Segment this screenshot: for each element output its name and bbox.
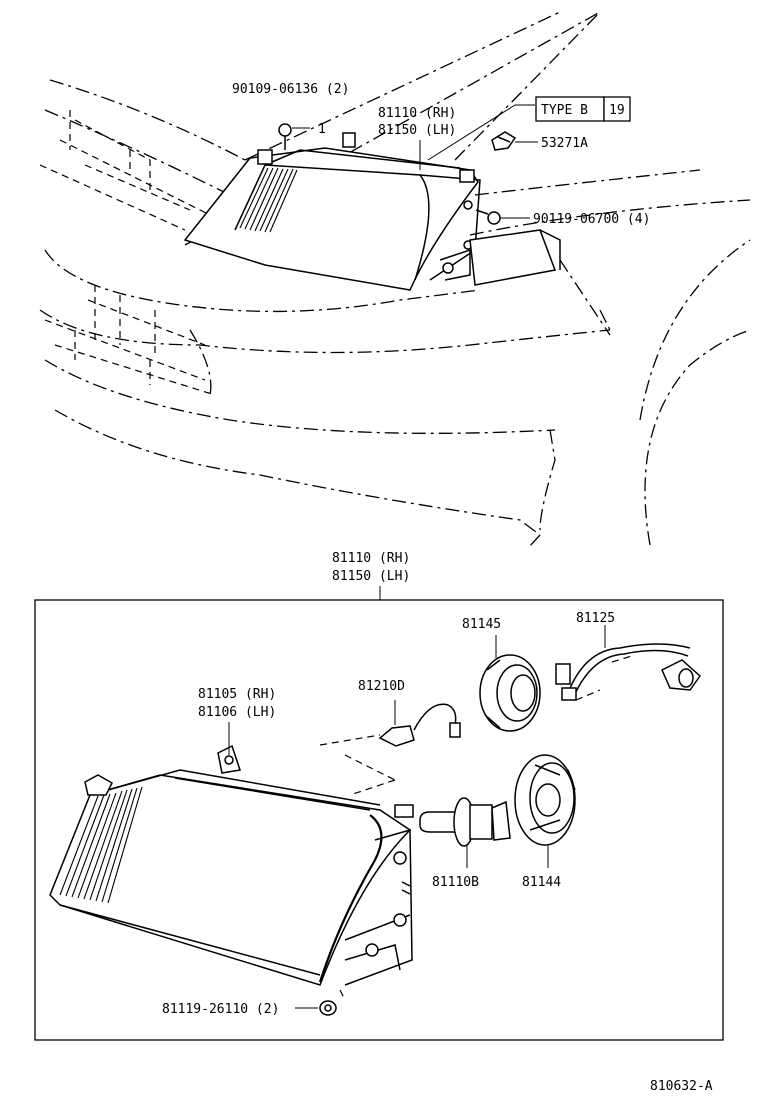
clip-53271a: [491, 131, 538, 151]
bulb-small-81210d: [378, 700, 461, 747]
callout-assy-lh: 81150 (LH): [332, 569, 410, 584]
callout-bulb-small: 81210D: [358, 679, 405, 694]
bulb-main-81110b: [419, 797, 511, 868]
callout-bolt-top-qty: 1: [318, 122, 326, 137]
callout-wire-harness: 81125: [576, 611, 615, 626]
screw-side: [475, 209, 530, 225]
figure-id: 810632-A: [650, 1079, 713, 1094]
callout-type-ref: 19: [609, 103, 625, 118]
callout-type-label: TYPE B: [541, 103, 588, 118]
callout-clip: 53271A: [541, 136, 588, 151]
callout-screw-side: 90119-06700 (4): [533, 212, 650, 227]
callout-housing-rh: 81105 (RH): [198, 687, 276, 702]
callout-assy-rh: 81110 (RH): [332, 551, 410, 566]
callout-housing-lh: 81106 (LH): [198, 705, 276, 720]
nut-bottom: [295, 989, 346, 1016]
callout-bulb-cover: 81144: [522, 875, 561, 890]
exploded-view-frame: [34, 599, 724, 1041]
headlamp-housing: [49, 744, 414, 986]
type-badge: [535, 96, 631, 122]
headlamp-installed: [183, 132, 561, 291]
bolt-top: [278, 123, 310, 150]
callout-bolt-top: 90109-06136 (2): [232, 82, 349, 97]
callout-bulb-main: 81110B: [432, 875, 479, 890]
vehicle-body-outline: [39, 11, 751, 549]
callout-socket-cover: 81145: [462, 617, 501, 632]
callout-headlamp-top-lh: 81150 (LH): [378, 123, 456, 138]
bulb-cover-81144: [514, 754, 576, 868]
socket-cover-81145: [479, 635, 541, 732]
callout-nut-bottom: 81119-26110 (2): [162, 1002, 279, 1017]
callout-headlamp-top-rh: 81110 (RH): [378, 106, 456, 121]
wire-harness-81125: [555, 625, 702, 701]
